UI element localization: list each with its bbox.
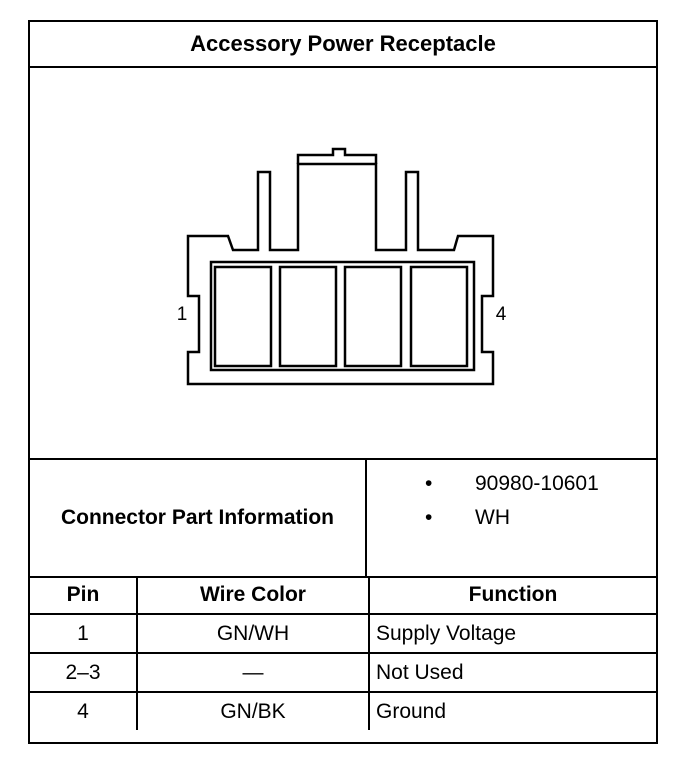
pin-1-label: 1 xyxy=(177,304,188,325)
connector-color: WH xyxy=(475,506,510,529)
connector-housing-outline xyxy=(186,162,495,386)
header-function: Function xyxy=(368,576,656,615)
bullet-icon: • xyxy=(425,472,433,495)
pin-4-label: 4 xyxy=(496,304,507,325)
wire-color-cell: — xyxy=(136,652,370,693)
connector-part-info-row: Connector Part Information • 90980-10601… xyxy=(30,458,656,578)
connector-part-info-list: • 90980-10601 • WH xyxy=(369,460,656,576)
table-row: 2–3 — Not Used xyxy=(30,652,656,693)
pinout-header-row: Pin Wire Color Function xyxy=(30,576,656,615)
connector-face-drawing: 1 4 xyxy=(177,147,507,386)
pin-cell: 4 xyxy=(30,691,138,730)
function-cell: Ground xyxy=(368,691,656,730)
pinout-table: Pin Wire Color Function 1 GN/WH Supply V… xyxy=(30,576,656,730)
table-row: 1 GN/WH Supply Voltage xyxy=(30,613,656,654)
terminal-cavity-1 xyxy=(213,265,273,368)
terminal-cavity-3 xyxy=(343,265,403,368)
function-cell: Not Used xyxy=(368,652,656,693)
connector-info-sheet: Accessory Power Receptacle 1 4 Connector… xyxy=(28,20,658,744)
header-pin: Pin xyxy=(30,576,138,615)
header-wire-color: Wire Color xyxy=(136,576,370,615)
connector-cavity-frame xyxy=(209,260,476,372)
part-number: 90980-10601 xyxy=(475,472,599,495)
terminal-cavity-4 xyxy=(409,265,469,368)
pin-cell: 2–3 xyxy=(30,652,138,693)
function-cell: Supply Voltage xyxy=(368,613,656,654)
pin-cell: 1 xyxy=(30,613,138,654)
wire-color-cell: GN/WH xyxy=(136,613,370,654)
terminal-cavity-2 xyxy=(278,265,338,368)
connector-latch xyxy=(296,147,378,164)
sheet-title: Accessory Power Receptacle xyxy=(30,22,656,68)
bullet-icon: • xyxy=(425,506,433,529)
connector-diagram: 1 4 xyxy=(30,68,656,458)
table-row: 4 GN/BK Ground xyxy=(30,691,656,730)
wire-color-cell: GN/BK xyxy=(136,691,370,730)
connector-part-info-label: Connector Part Information xyxy=(30,460,367,576)
